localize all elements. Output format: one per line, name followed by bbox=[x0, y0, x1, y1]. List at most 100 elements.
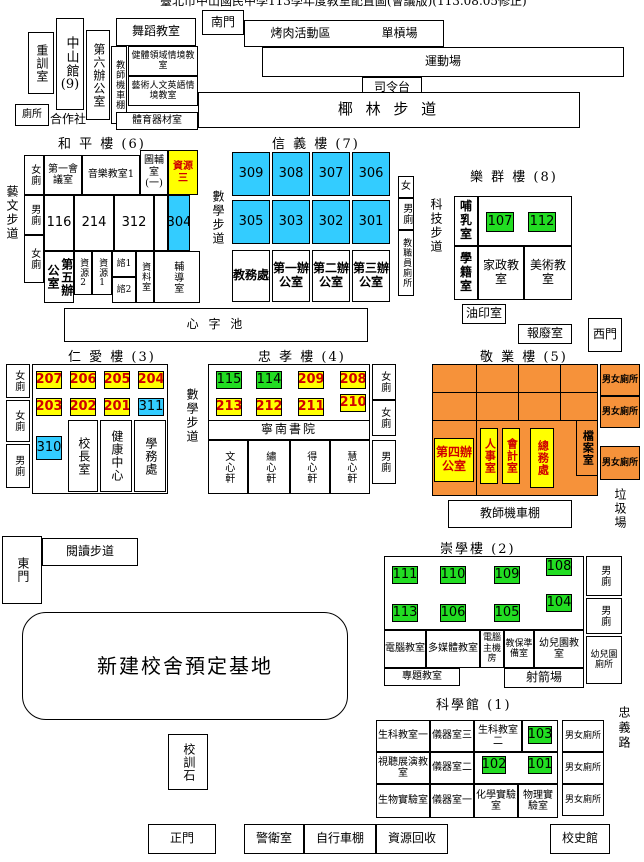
renai-male-wc[interactable]: 男廁 bbox=[6, 444, 30, 488]
chongxue-male-wc[interactable]: 男廁 bbox=[586, 556, 622, 596]
office-5[interactable]: 第五辦公室 bbox=[44, 251, 74, 303]
academic-affairs[interactable]: 教務處 bbox=[232, 250, 270, 302]
equip-room-1[interactable]: 儀器室一 bbox=[430, 784, 474, 818]
east-gate[interactable]: 東門 bbox=[2, 536, 42, 604]
renai-female-wc[interactable]: 女廁 bbox=[6, 364, 30, 398]
playground[interactable]: 運動場 bbox=[262, 47, 624, 77]
room-307[interactable]: 307 bbox=[312, 152, 350, 196]
room-115[interactable]: 115 bbox=[216, 371, 242, 389]
general-affairs[interactable]: 總務處 bbox=[530, 428, 554, 488]
room-103[interactable]: 103 bbox=[528, 726, 552, 744]
restroom-top[interactable]: 廁所 bbox=[15, 104, 49, 126]
jingye-wc-3[interactable]: 男女廁所 bbox=[600, 446, 640, 480]
renai-female-wc-2[interactable]: 女廁 bbox=[6, 400, 30, 442]
bar-area[interactable]: 單槓場 bbox=[381, 25, 418, 40]
west-gate[interactable]: 西門 bbox=[588, 318, 622, 352]
heping-meeting-1[interactable]: 第一會議室 bbox=[44, 155, 82, 195]
room-116[interactable]: 116 bbox=[44, 195, 74, 251]
room-305[interactable]: 305 bbox=[232, 200, 270, 244]
equip-room-2[interactable]: 儀器室二 bbox=[430, 752, 474, 784]
school-stone[interactable]: 校訓石 bbox=[168, 734, 208, 790]
teacher-scooter-top[interactable]: 教師機車棚 bbox=[111, 46, 127, 124]
heping-resource-3[interactable]: 資源三 bbox=[168, 150, 198, 195]
jingye-wc-1[interactable]: 男女廁所 bbox=[600, 364, 640, 396]
guidance-room[interactable]: 輔導室 bbox=[154, 251, 200, 303]
multimedia-room[interactable]: 多媒體教室 bbox=[426, 630, 480, 668]
trash-area[interactable]: 垃圾場 bbox=[613, 488, 627, 530]
resource-1[interactable]: 資源1 bbox=[92, 251, 112, 295]
nursing-room[interactable]: 哺乳室 bbox=[454, 196, 478, 246]
jingye-wc-2[interactable]: 男女廁所 bbox=[600, 396, 640, 428]
heping-female-wc[interactable]: 女廁 bbox=[24, 155, 44, 195]
bbq-area[interactable]: 烤肉活動區 bbox=[270, 25, 331, 40]
room-106[interactable]: 106 bbox=[440, 604, 466, 622]
room-214[interactable]: 214 bbox=[74, 195, 114, 251]
bio-room-2[interactable]: 生科教室二 bbox=[474, 720, 522, 752]
room-114[interactable]: 114 bbox=[256, 371, 282, 389]
health-center[interactable]: 健康中心 bbox=[100, 420, 132, 492]
office-2[interactable]: 第二辦公室 bbox=[312, 250, 350, 302]
chem-lab[interactable]: 化學實驗室 bbox=[474, 784, 518, 818]
room-303[interactable]: 303 bbox=[272, 200, 310, 244]
room-206[interactable]: 206 bbox=[70, 371, 96, 389]
room-101[interactable]: 101 bbox=[528, 756, 552, 774]
xinyi-male-wc[interactable]: 男廁 bbox=[398, 198, 414, 230]
room-105[interactable]: 105 bbox=[494, 604, 520, 622]
room-104[interactable]: 104 bbox=[546, 594, 572, 612]
room-102[interactable]: 102 bbox=[482, 756, 506, 774]
room-110[interactable]: 110 bbox=[440, 566, 466, 584]
room-212[interactable]: 212 bbox=[256, 398, 282, 416]
zhongxiao-female-wc[interactable]: 女廁 bbox=[372, 364, 396, 400]
guard-room[interactable]: 警衛室 bbox=[244, 824, 304, 854]
room-209[interactable]: 209 bbox=[298, 371, 324, 389]
room-205[interactable]: 205 bbox=[104, 371, 130, 389]
zhongxiao-female-wc-2[interactable]: 女廁 bbox=[372, 400, 396, 436]
physics-lab[interactable]: 物理實驗室 bbox=[518, 784, 558, 818]
xinyi-teacher-wc[interactable]: 教職員廁所 bbox=[398, 230, 414, 296]
zhongshan-hall[interactable]: 中山館 (9) bbox=[56, 18, 84, 110]
archive-room[interactable]: 檔案室 bbox=[576, 420, 598, 476]
heart-pond[interactable]: 心 字 池 bbox=[64, 308, 368, 342]
computer-room[interactable]: 電腦教室 bbox=[384, 630, 426, 668]
ningnan-academy[interactable]: 寧南書院 bbox=[208, 420, 370, 440]
data-room[interactable]: 資料室 bbox=[136, 251, 154, 303]
main-gate[interactable]: 正門 bbox=[148, 824, 216, 854]
de-xin-room[interactable]: 得心軒 bbox=[290, 440, 330, 494]
room-208[interactable]: 208 bbox=[340, 371, 366, 389]
heping-female-wc-2[interactable]: 女廁 bbox=[24, 235, 44, 283]
reading-path[interactable]: 閱讀步道 bbox=[42, 538, 138, 566]
room-211[interactable]: 211 bbox=[298, 398, 324, 416]
room-112[interactable]: 112 bbox=[528, 212, 556, 232]
room-311[interactable]: 311 bbox=[138, 398, 164, 416]
accounting-office[interactable]: 會計室 bbox=[502, 428, 520, 484]
bio-lab[interactable]: 生物實驗室 bbox=[376, 784, 430, 818]
science-wc-2[interactable]: 男女廁所 bbox=[562, 752, 604, 784]
room-213[interactable]: 213 bbox=[216, 398, 242, 416]
dance-room[interactable]: 舞蹈教室 bbox=[116, 18, 196, 46]
south-gate[interactable]: 南門 bbox=[202, 10, 244, 35]
room-203[interactable]: 203 bbox=[36, 398, 62, 416]
student-affairs[interactable]: 學務處 bbox=[134, 420, 166, 492]
principal-office[interactable]: 校長室 bbox=[68, 420, 98, 492]
personnel-office[interactable]: 人事室 bbox=[480, 428, 498, 484]
science-wc-3[interactable]: 男女廁所 bbox=[562, 784, 604, 816]
office-4[interactable]: 第四辦公室 bbox=[434, 438, 474, 482]
room-113[interactable]: 113 bbox=[392, 604, 418, 622]
room-204[interactable]: 204 bbox=[138, 371, 164, 389]
room-207[interactable]: 207 bbox=[36, 371, 62, 389]
room-309[interactable]: 309 bbox=[232, 152, 270, 196]
history-hall[interactable]: 校史館 bbox=[550, 824, 610, 854]
office-3[interactable]: 第三辦公室 bbox=[352, 250, 390, 302]
coop-label[interactable]: 合作社 bbox=[50, 112, 87, 126]
bio-room-1[interactable]: 生科教室一 bbox=[376, 720, 430, 752]
project-room[interactable]: 專題教室 bbox=[384, 668, 460, 686]
xinyi-female-wc[interactable]: 女 bbox=[398, 176, 414, 198]
counsel-room[interactable]: 重訓室 bbox=[28, 32, 54, 94]
consult-2[interactable]: 諮2 bbox=[112, 277, 136, 303]
room-310[interactable]: 310 bbox=[36, 436, 62, 460]
room-306[interactable]: 306 bbox=[352, 152, 390, 196]
teach-prep-room[interactable]: 教保準備室 bbox=[504, 630, 534, 668]
archery-range[interactable]: 射箭場 bbox=[504, 668, 584, 688]
office-1[interactable]: 第一辦公室 bbox=[272, 250, 310, 302]
teacher-scooter-shed[interactable]: 教師機車棚 bbox=[448, 500, 572, 528]
